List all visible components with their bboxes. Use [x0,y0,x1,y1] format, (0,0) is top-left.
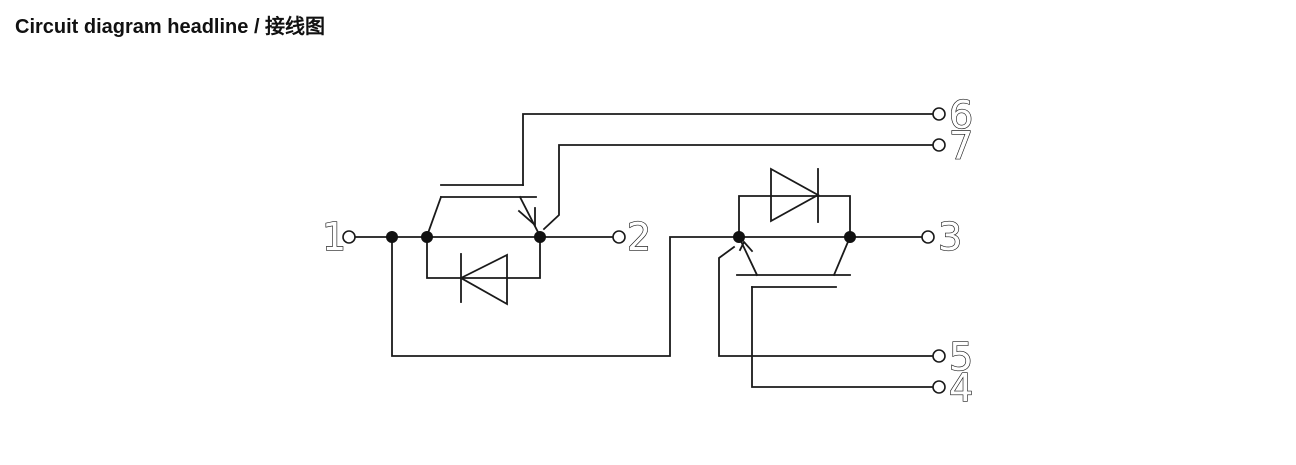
igbt-lower-emitter-arrow [738,240,754,253]
page-title: Circuit diagram headline / 接线图 [15,16,326,38]
terminal-circle-5 [932,349,946,363]
diode-upper-triangle [459,253,508,306]
diode-upper [459,253,508,306]
terminal-label-3: 3 [938,215,962,259]
terminal-circle-3 [921,230,935,244]
junction-node [534,231,546,243]
igbt-upper [425,184,542,238]
terminal-label-6: 6 [949,93,973,137]
junction-node [421,231,433,243]
junction-node [844,231,856,243]
gate-wire-6 [522,113,934,186]
terminal-circle-2 [612,230,626,244]
terminal-label-4: 4 [949,366,973,410]
terminal-circle-6 [932,107,946,121]
terminal-circle-7 [932,138,946,152]
igbt-upper-emitter-leg [518,195,542,238]
terminal-label-1: 1 [322,215,346,259]
aux-emitter-wire-7 [542,144,934,231]
terminal-label-2: 2 [627,215,651,259]
terminal-circle-1 [342,230,356,244]
igbt-lower-emitter-leg [737,235,759,277]
aux-emitter-wire-5 [718,245,934,357]
terminal-label-7: 7 [949,124,973,168]
igbt-lower [736,235,852,288]
igbt-upper-emitter-arrow [517,207,536,227]
diode-lower [770,167,820,223]
diode-upper-loop [426,236,541,279]
junction-node [733,231,745,243]
diode-lower-loop [738,195,851,238]
terminal-label-5: 5 [949,335,973,379]
diode-lower-triangle [770,167,820,223]
junction-node [386,231,398,243]
gate-wire-4 [751,286,934,388]
crossover-wire [391,236,740,357]
igbt-lower-collector-leg [832,235,852,277]
terminal-circle-4 [932,380,946,394]
igbt-upper-collector-leg [425,195,443,238]
